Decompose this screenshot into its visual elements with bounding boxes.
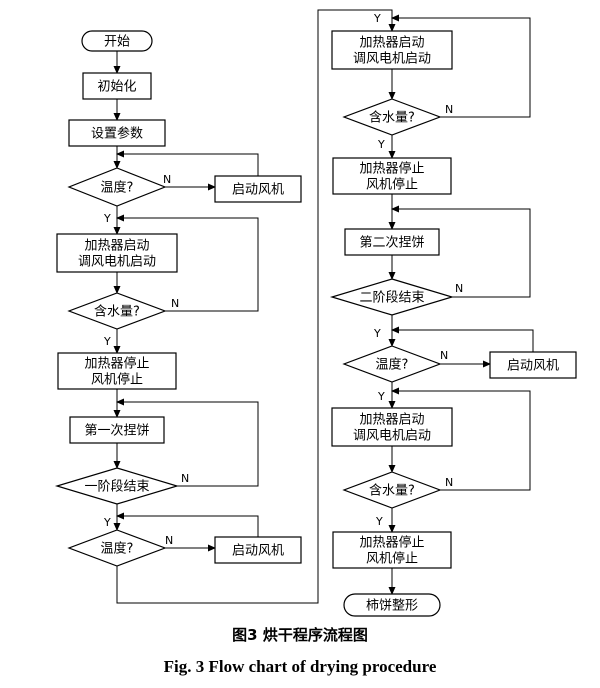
stage2-label: 二阶段结束: [359, 291, 424, 306]
heat3-label: 加热器启动调风电机启动: [353, 413, 431, 444]
no-label: N: [165, 534, 173, 547]
press1-shape: [69, 416, 165, 444]
connector-25: [391, 326, 534, 352]
water2-label: 含水量?: [369, 110, 415, 126]
params-label: 设置参数: [91, 126, 143, 142]
figure-caption-cn: 图3 烘干程序流程图: [232, 626, 368, 644]
yes-label: Y: [103, 335, 111, 348]
temp1-label: 温度?: [101, 180, 134, 196]
end-shape: [343, 593, 441, 617]
init-shape: [82, 72, 152, 100]
yes-label: Y: [103, 212, 111, 225]
connector-16: [116, 9, 396, 604]
fan2-label: 启动风机: [232, 544, 284, 559]
params-shape: [68, 119, 166, 147]
yes-label: Y: [377, 138, 385, 151]
end-label: 柿饼整形: [366, 598, 418, 614]
stage1-shape: [54, 467, 180, 505]
press2-shape: [344, 228, 440, 256]
connector-18: [391, 14, 531, 118]
water3-label: 含水量?: [369, 483, 415, 499]
heat2-label: 加热器启动调风电机启动: [353, 36, 431, 67]
temp1-shape: [67, 167, 167, 207]
no-label: N: [445, 476, 453, 489]
yes-label: Y: [103, 516, 111, 529]
yes-label: Y: [373, 12, 381, 25]
heat1-shape: [56, 233, 178, 273]
no-label: N: [440, 349, 448, 362]
no-label: N: [163, 173, 171, 186]
connector-12: [116, 398, 259, 487]
yes-label: Y: [377, 390, 385, 403]
temp3-shape: [342, 345, 442, 383]
connector-8: [116, 214, 259, 312]
no-label: N: [455, 282, 463, 295]
fan1-shape: [214, 175, 302, 203]
stage2-shape: [329, 278, 455, 316]
fan3-shape: [489, 351, 577, 379]
figure-caption-en: Fig. 3 Flow chart of drying procedure: [163, 657, 437, 676]
start-shape: [81, 30, 153, 52]
connector-22: [391, 205, 531, 298]
init-label: 初始化: [97, 80, 136, 95]
press1-label: 第一次捏饼: [84, 423, 149, 439]
stop2-label: 加热器停止风机停止: [359, 161, 424, 193]
no-label: N: [181, 472, 189, 485]
heat2-shape: [331, 30, 453, 70]
temp2-shape: [67, 529, 167, 567]
connector-15: [116, 512, 259, 537]
stop1-shape: [57, 352, 177, 390]
water2-shape: [342, 98, 442, 136]
fan1-label: 启动风机: [232, 183, 284, 198]
heat1-label: 加热器启动调风电机启动: [78, 239, 156, 270]
yes-label: Y: [373, 327, 381, 340]
no-label: N: [445, 103, 453, 116]
water3-shape: [342, 471, 442, 509]
temp3-label: 温度?: [376, 357, 409, 373]
connector-28: [391, 387, 531, 491]
stop3-label: 加热器停止风机停止: [359, 535, 424, 567]
water1-shape: [67, 292, 167, 330]
flowchart: 开始初始化设置参数温度?启动风机加热器启动调风电机启动含水量?加热器停止风机停止…: [54, 9, 577, 617]
start-label: 开始: [104, 35, 130, 50]
stage1-label: 一阶段结束: [84, 480, 149, 495]
stop1-label: 加热器停止风机停止: [84, 356, 149, 388]
no-label: N: [171, 297, 179, 310]
heat3-shape: [331, 407, 453, 447]
water1-label: 含水量?: [94, 304, 140, 320]
press2-label: 第二次捏饼: [359, 235, 424, 251]
yes-label: Y: [375, 515, 383, 528]
stop3-shape: [332, 531, 452, 569]
stop2-shape: [332, 157, 452, 195]
temp2-label: 温度?: [101, 541, 134, 557]
connector-5: [116, 150, 259, 176]
fan3-label: 启动风机: [507, 359, 559, 374]
fan2-shape: [214, 536, 302, 564]
